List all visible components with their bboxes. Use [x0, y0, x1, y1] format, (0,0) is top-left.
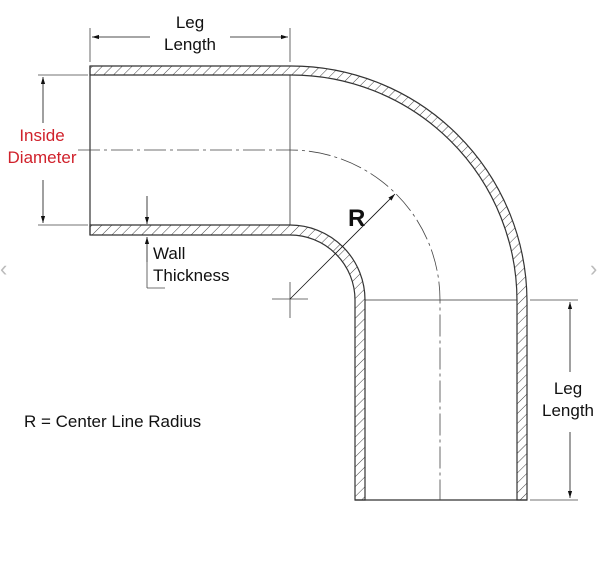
- prev-image-button[interactable]: ‹: [0, 256, 8, 281]
- inside-diameter-label: Inside Diameter: [0, 125, 84, 169]
- label-line: Leg: [175, 13, 205, 32]
- label-line: Length: [164, 35, 216, 54]
- label-line: Length: [542, 401, 594, 420]
- centerline: [78, 149, 441, 500]
- radius-symbol: R: [348, 205, 366, 232]
- next-image-button[interactable]: ›: [590, 256, 598, 281]
- top-leg-length-label: Leg Length: [150, 12, 230, 56]
- label-line: Leg: [553, 379, 583, 398]
- label-line: Diameter: [7, 148, 77, 167]
- radius-arrow: [289, 193, 396, 300]
- label-line: Wall: [153, 244, 186, 263]
- right-leg-length-label: Leg Length: [533, 378, 600, 422]
- wall-thickness-label: Wall Thickness: [153, 243, 230, 287]
- label-line: Thickness: [153, 266, 230, 285]
- legend-text: R = Center Line Radius: [24, 412, 202, 431]
- label-line: Inside: [19, 126, 65, 145]
